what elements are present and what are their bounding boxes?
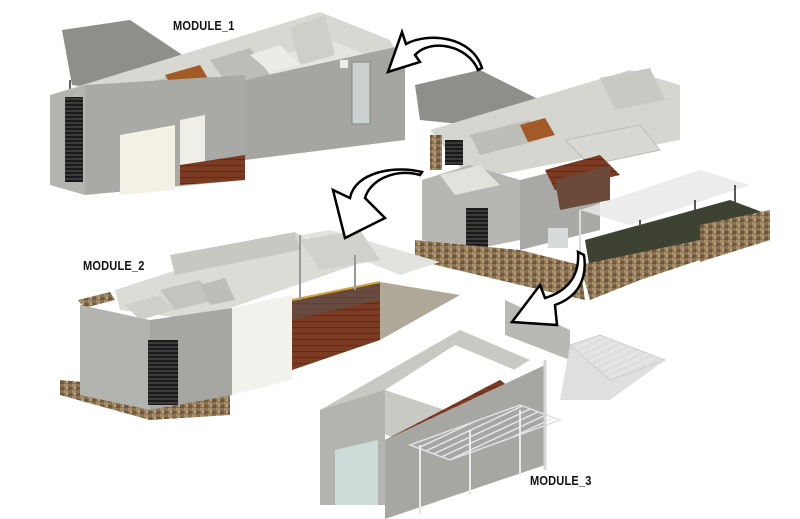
module-2-model [60,230,460,420]
curved-arrow-icon [385,28,484,74]
module-3-label: MODULE_3 [530,473,592,488]
assembled-house-model [415,68,770,300]
module-1-model [50,12,405,195]
module-2-label: MODULE_2 [83,258,145,273]
curved-arrow-icon [509,249,586,327]
curved-arrow-icon [331,168,425,240]
module-1-label: MODULE_1 [173,18,235,33]
